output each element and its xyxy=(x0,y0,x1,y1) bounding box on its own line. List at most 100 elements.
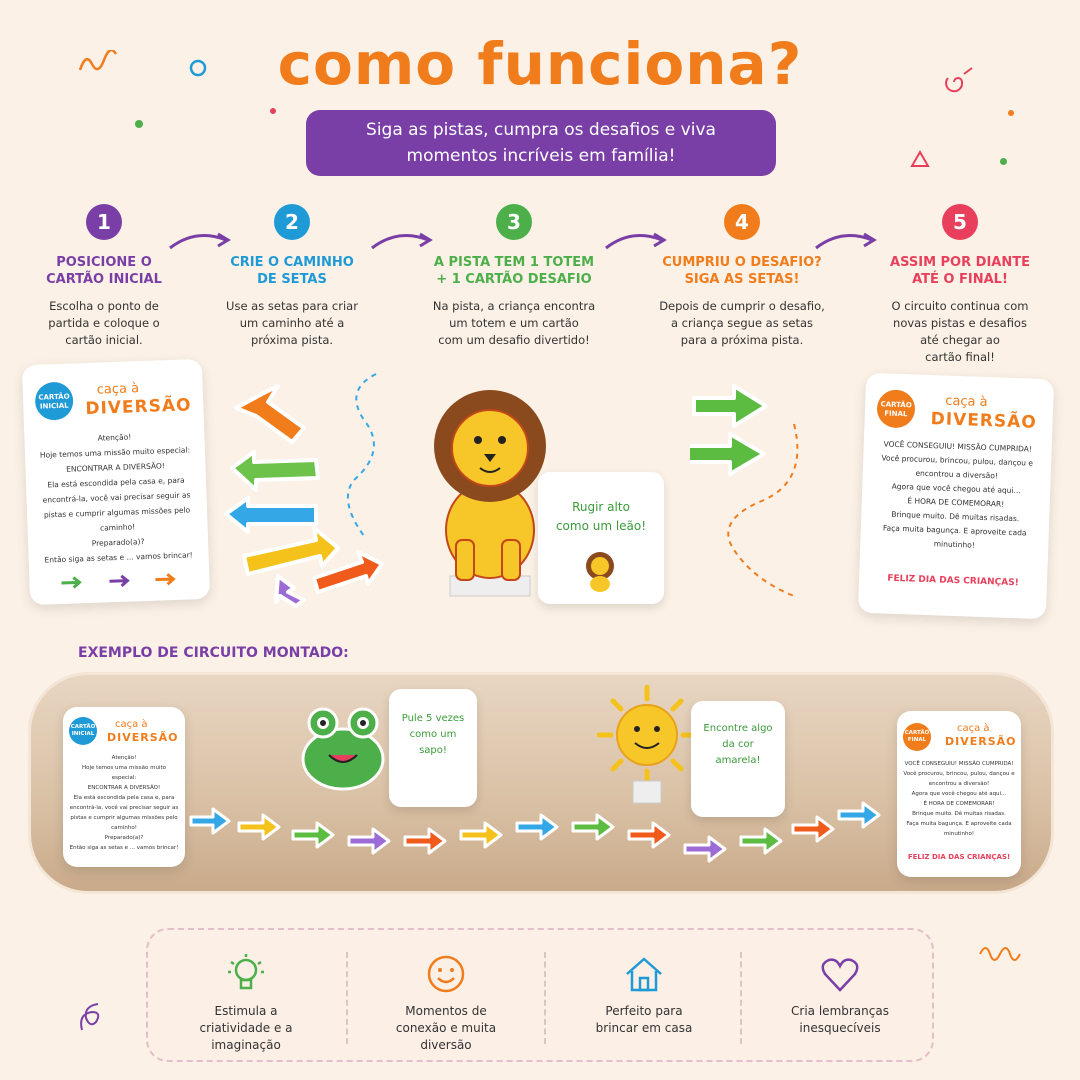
step-number-badge: 2 xyxy=(274,204,310,240)
step-description: Use as setas para criar um caminho até a… xyxy=(192,298,392,349)
house-icon xyxy=(626,957,662,992)
step-heading-line: DE SETAS xyxy=(257,272,327,287)
circuit-final-card: CARTÃO FINAL caça à DIVERSÃO VOCÊ CONSEG… xyxy=(897,711,1021,877)
card-line: Atenção! xyxy=(111,755,137,761)
step-heading-line: A PISTA TEM 1 TOTEM xyxy=(433,255,595,270)
brand-line-1: caça à xyxy=(115,719,148,730)
dashed-path-icon xyxy=(727,423,799,597)
step-desc-line: Escolha o ponto de xyxy=(49,299,159,313)
page-title: como funciona? xyxy=(277,30,803,98)
card-line: Agora que você chegou até aqui... xyxy=(911,791,1007,797)
card-line: minutinho! xyxy=(943,831,975,837)
step-heading-line: CRIE O CAMINHO xyxy=(230,255,354,270)
benefit-line: conexão e muita xyxy=(395,1021,497,1035)
step-number-badge: 1 xyxy=(86,204,122,240)
benefit-divider xyxy=(544,952,546,1044)
heart-icon xyxy=(821,958,859,992)
step-description: Na pista, a criança encontra um totem e … xyxy=(414,298,614,349)
curl-doodle xyxy=(80,1003,100,1031)
benefit-line: Cria lembranças xyxy=(791,1004,889,1018)
challenge-card-lion: Rugir alto como um leão! xyxy=(538,472,664,604)
benefit-line: criatividade e a xyxy=(199,1021,293,1035)
benefit-item: Momentos de conexão e muita diversão xyxy=(366,952,526,1054)
benefit-item: Perfeito para brincar em casa xyxy=(564,952,724,1037)
step-number-badge: 3 xyxy=(496,204,532,240)
step-description: Escolha o ponto de partida e coloque o c… xyxy=(4,298,204,349)
card-line: É HORA DE COMEMORAR! xyxy=(923,801,995,807)
benefit-divider xyxy=(346,952,348,1044)
benefit-line: Momentos de xyxy=(405,1004,487,1018)
challenge-card-sun: Encontre algo da cor amarela! xyxy=(691,701,785,817)
benefit-line: imaginação xyxy=(211,1038,281,1052)
step-heading: CUMPRIU O DESAFIO? SIGA AS SETAS! xyxy=(642,254,842,288)
brand-line-2: DIVERSÃO xyxy=(945,735,1017,748)
step-desc-line: próxima pista. xyxy=(250,333,334,347)
step-heading: A PISTA TEM 1 TOTEM + 1 CARTÃO DESAFIO xyxy=(414,254,614,288)
step-number-badge: 4 xyxy=(724,204,760,240)
final-card-footer: FELIZ DIA DAS CRIANÇAS! xyxy=(887,573,1019,589)
challenge-line: como um leão! xyxy=(555,519,647,533)
card-line: ENCONTRAR A DIVERSÃO! xyxy=(87,785,161,791)
final-card-text: VOCÊ CONSEGUIU! MISSÃO CUMPRIDA! Você pr… xyxy=(868,437,1044,555)
card-line: pistas e cumprir algumas missões pelo ca… xyxy=(70,815,178,831)
card-line: encontrá-la, você vai precisar seguir as xyxy=(69,805,179,811)
lion-totem-icon xyxy=(434,390,546,597)
circuit-start-card: CARTÃO INICIAL caça à DIVERSÃO Atenção! … xyxy=(63,707,185,867)
challenge-line: da cor xyxy=(722,739,754,750)
subtitle-banner: Siga as pistas, cumpra os desafios e viv… xyxy=(306,110,776,176)
challenge-line: Pule 5 vezes xyxy=(401,713,465,724)
step-desc-line: um totem e um cartão xyxy=(449,316,579,330)
step-desc-line: novas pistas e desafios xyxy=(893,316,1027,330)
card-line: Hoje temos uma missão muito especial: xyxy=(82,765,166,781)
step-1: 1 POSICIONE O CARTÃO INICIAL Escolha o p… xyxy=(4,204,204,349)
final-card-badge: CARTÃO FINAL xyxy=(903,723,931,751)
mini-lion-icon xyxy=(586,552,614,592)
step-heading-line: ATÉ O FINAL! xyxy=(912,272,1008,287)
card-line: Preparado(a)? xyxy=(104,835,144,841)
start-card-text: Atenção! Hoje temos uma missão muito esp… xyxy=(34,427,199,568)
step-heading-line: CARTÃO INICIAL xyxy=(46,272,162,287)
frog-totem-icon xyxy=(301,707,385,791)
step-desc-line: até chegar ao xyxy=(920,333,1000,347)
card-line: Ela está escondida pela casa e, para xyxy=(73,795,175,801)
final-card: CARTÃO FINAL caça à DIVERSÃO VOCÊ CONSEG… xyxy=(857,372,1055,620)
mini-arrows-icon xyxy=(61,573,176,589)
step-heading: CRIE O CAMINHO DE SETAS xyxy=(192,254,392,288)
start-card-badge: CARTÃO INICIAL xyxy=(34,381,74,421)
step-heading-line: CUMPRIU O DESAFIO? xyxy=(662,255,822,270)
step-heading-line: SIGA AS SETAS! xyxy=(684,272,800,287)
start-card: CARTÃO INICIAL caça à DIVERSÃO Atenção! … xyxy=(21,358,211,606)
triangle-doodle xyxy=(910,150,930,167)
step-desc-line: com um desafio divertido! xyxy=(438,333,590,347)
benefit-line: Perfeito para xyxy=(605,1004,683,1018)
step-desc-line: a criança segue as setas xyxy=(670,316,813,330)
dot-doodle xyxy=(135,120,143,128)
brand-line-2: DIVERSÃO xyxy=(930,409,1038,433)
swirl-doodle xyxy=(979,947,1021,961)
start-card-badge: CARTÃO INICIAL xyxy=(69,717,97,745)
flow-arrow-icon xyxy=(169,232,231,250)
benefits-panel: Estimula a criatividade e a imaginação M… xyxy=(146,928,934,1062)
colored-arrows-icon xyxy=(224,384,384,608)
step-desc-line: partida e coloque o xyxy=(48,316,160,330)
challenge-line: como um xyxy=(409,729,457,740)
circuit-start-text: Atenção! Hoje temos uma missão muito esp… xyxy=(69,753,179,853)
brand-line-1: caça à xyxy=(96,381,140,398)
step-heading-line: + 1 CARTÃO DESAFIO xyxy=(436,272,592,287)
brand-line-1: caça à xyxy=(957,723,990,734)
smiley-icon xyxy=(427,955,465,993)
benefit-item: Estimula a criatividade e a imaginação xyxy=(166,952,326,1054)
step-desc-line: Depois de cumprir o desafio, xyxy=(659,299,825,313)
benefit-line: inesquecíveis xyxy=(799,1021,881,1035)
benefit-item: Cria lembranças inesquecíveis xyxy=(760,952,920,1037)
step-5: 5 ASSIM POR DIANTE ATÉ O FINAL! O circui… xyxy=(860,204,1060,366)
step-desc-line: O circuito continua com xyxy=(891,299,1029,313)
card-line: Faça muita bagunça. E aproveite cada xyxy=(906,821,1012,827)
brand-line-2: DIVERSÃO xyxy=(107,731,179,744)
final-card-badge: CARTÃO FINAL xyxy=(876,389,916,429)
step-desc-line: um caminho até a xyxy=(239,316,345,330)
spiral-doodle xyxy=(945,67,973,93)
step-number-badge: 5 xyxy=(942,204,978,240)
step-desc-line: cartão inicial. xyxy=(65,333,143,347)
sun-totem-icon xyxy=(597,685,697,804)
